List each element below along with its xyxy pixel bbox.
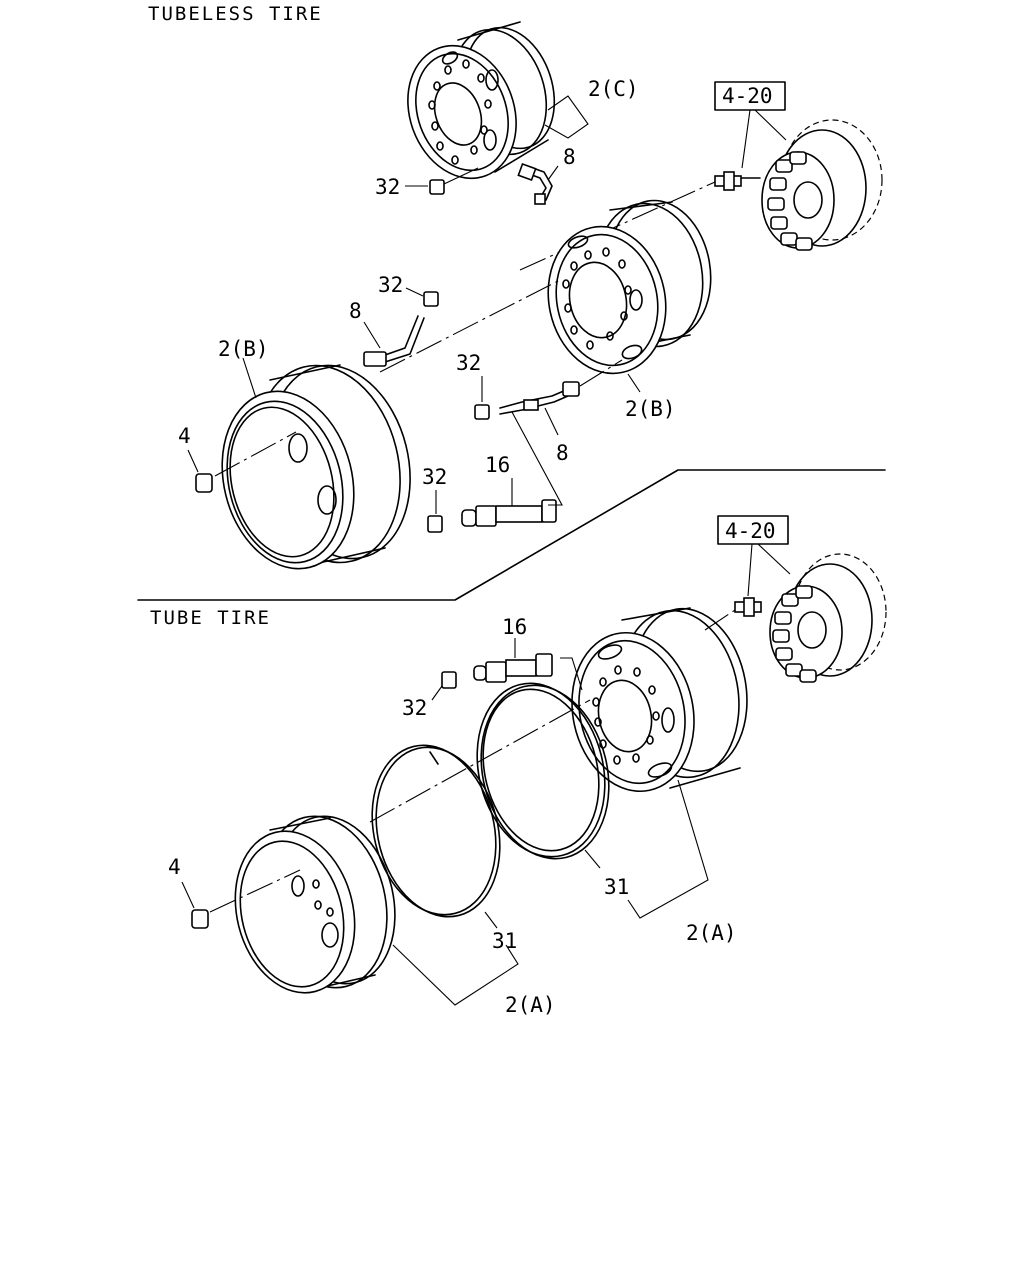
label-2a-left: 2(A) xyxy=(505,993,556,1017)
label-2a-right: 2(A) xyxy=(686,921,737,945)
valve-8-mid-drawing xyxy=(474,381,580,420)
label-32-top: 32 xyxy=(375,175,400,199)
hub-bottom-drawing xyxy=(769,553,887,683)
tube-tire-title: TUBE TIRE xyxy=(150,607,271,629)
label-16-tube: 16 xyxy=(502,615,527,639)
nut-4-tube-drawing xyxy=(191,909,209,929)
label-32-upper-left: 32 xyxy=(378,273,403,297)
hub-top-drawing xyxy=(739,119,883,251)
label-2c: 2(C) xyxy=(588,77,639,101)
label-31-right: 31 xyxy=(604,875,629,899)
label-8-mid: 8 xyxy=(556,441,569,465)
label-8-top: 8 xyxy=(563,145,576,169)
ring-31-left-drawing xyxy=(371,744,501,918)
leader-2c xyxy=(544,95,589,139)
hub-bolt-bottom xyxy=(734,597,762,617)
section-divider xyxy=(137,469,886,601)
tubeless-tire-title: TUBELESS TIRE xyxy=(148,3,323,25)
label-2b-right: 2(B) xyxy=(625,397,676,421)
label-8-left: 8 xyxy=(349,299,362,323)
label-4-tube: 4 xyxy=(168,855,181,879)
hub-bolt-top xyxy=(714,171,742,191)
cap-32-top-drawing xyxy=(429,167,479,195)
wheel-2a-left-drawing xyxy=(234,815,396,994)
valve-8-left-drawing xyxy=(363,291,439,367)
wheel-2a-right-drawing xyxy=(571,607,748,793)
label-32-mid: 32 xyxy=(456,351,481,375)
label-32-tube: 32 xyxy=(402,696,427,720)
label-4-20-bottom: 4-20 xyxy=(725,519,776,543)
valve-8-top-drawing xyxy=(517,162,553,205)
wheel-2b-left-drawing xyxy=(221,364,411,570)
nut-4-tubeless-drawing xyxy=(195,473,213,493)
label-4-20-top: 4-20 xyxy=(722,84,773,108)
label-32-lower: 32 xyxy=(422,465,447,489)
valve-16-tubeless-drawing xyxy=(427,499,557,533)
valve-16-tube-drawing xyxy=(441,653,553,689)
wheel-2c-drawing xyxy=(407,21,556,180)
label-16-tubeless: 16 xyxy=(485,453,510,477)
label-2b-left: 2(B) xyxy=(218,337,269,361)
label-4-tubeless: 4 xyxy=(178,424,191,448)
wheel-2b-right-drawing xyxy=(547,199,712,375)
box-4-20-bottom xyxy=(717,515,789,545)
label-31-left: 31 xyxy=(492,929,517,953)
